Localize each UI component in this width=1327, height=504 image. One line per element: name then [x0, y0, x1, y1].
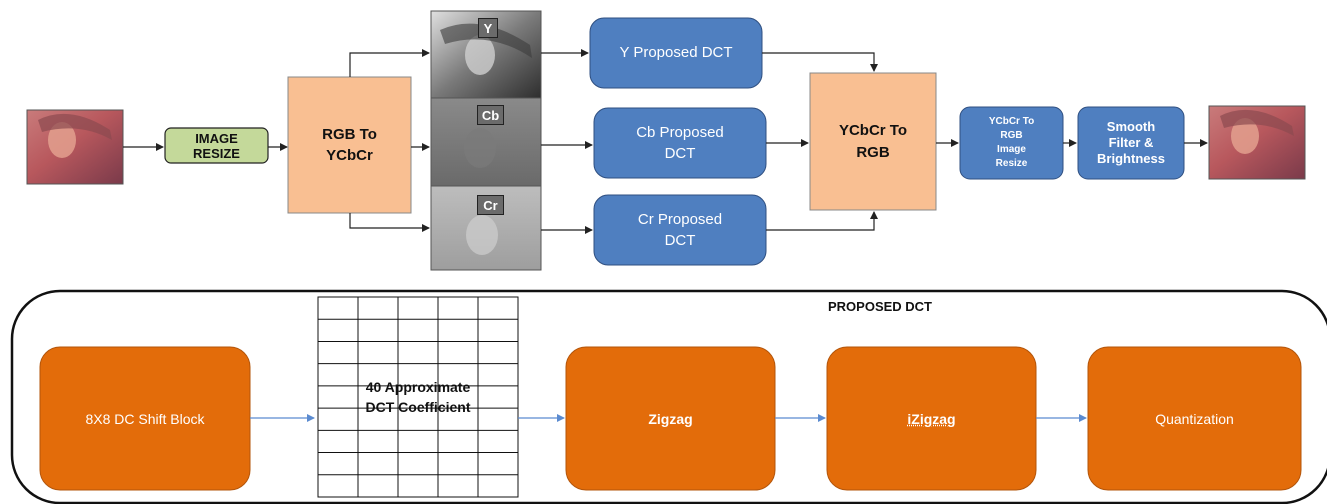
- output-image: [1208, 105, 1306, 180]
- cr-channel-tag: Cr: [477, 195, 504, 215]
- coefficient-grid: [317, 296, 519, 498]
- y-dct-box: [589, 17, 763, 89]
- proposed-dct-panel: [10, 289, 1327, 504]
- cr-dct-box: [593, 194, 767, 266]
- y-channel-tag: Y: [478, 18, 498, 38]
- image-resize-box: [164, 127, 269, 164]
- arrow-rgb-to-cr: [349, 213, 430, 232]
- cb-channel-tag: Cb: [477, 105, 504, 125]
- cb-dct-box: [593, 107, 767, 179]
- izigzag-box: [826, 346, 1037, 491]
- arrow-ydct-to-rgb: [762, 52, 878, 72]
- smooth-filter-box: [1077, 106, 1185, 180]
- cr-channel-image: [430, 185, 542, 271]
- input-image: [26, 109, 124, 185]
- grid-frame: [317, 296, 519, 498]
- shift-block-box: [39, 346, 251, 491]
- rgb-to-ycbcr-box: [287, 76, 412, 214]
- arrow-crdct-to-rgb: [766, 211, 878, 231]
- ycbcr-to-rgb-resize-box: [959, 106, 1064, 180]
- zigzag-box: [565, 346, 776, 491]
- ycbcr-to-rgb-box: [809, 72, 937, 211]
- arrow-rgb-to-y: [349, 49, 430, 77]
- quantization-box: [1087, 346, 1302, 491]
